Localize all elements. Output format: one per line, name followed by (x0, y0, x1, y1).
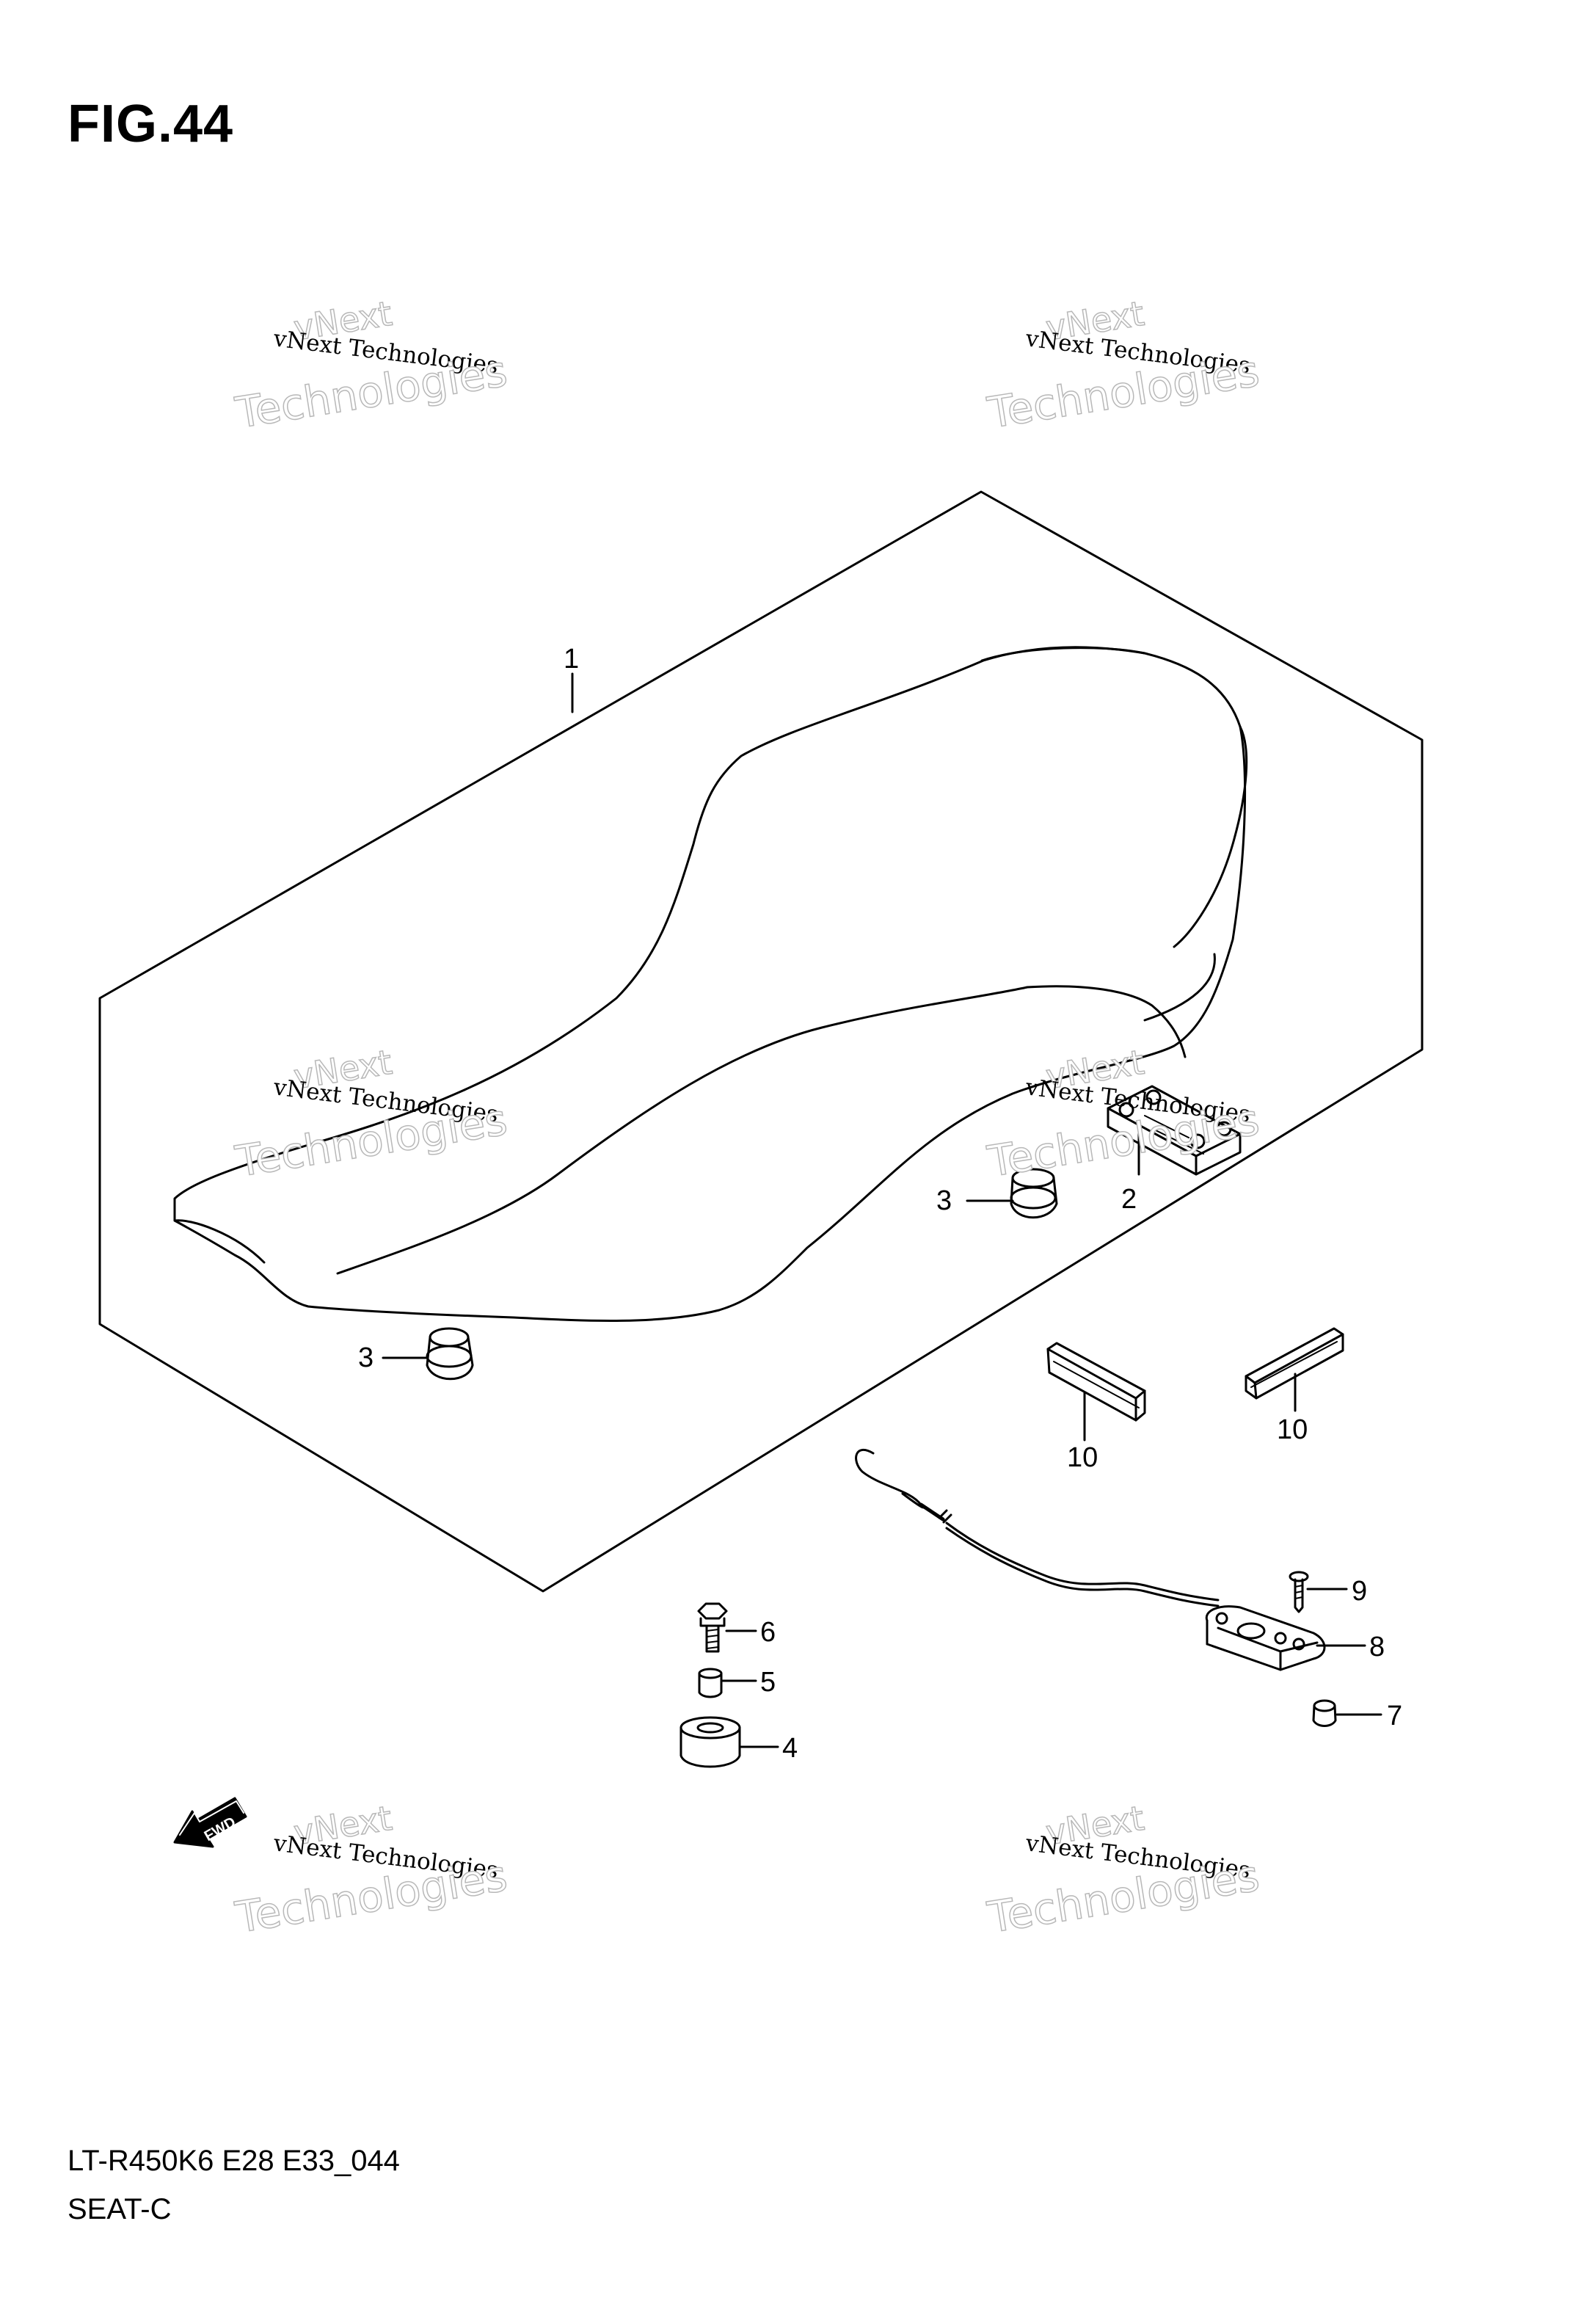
lock-cable (855, 1448, 1220, 1607)
callout-10-right: 10 (1277, 1414, 1308, 1445)
bolt-6 (697, 1602, 728, 1653)
callout-3-lower: 3 (358, 1342, 374, 1373)
callout-10-left: 10 (1067, 1442, 1098, 1473)
cushion-3-upper (1010, 1168, 1058, 1219)
nut-7 (1312, 1699, 1337, 1727)
callout-5: 5 (760, 1667, 776, 1698)
callout-6: 6 (760, 1617, 776, 1648)
callout-3-upper: 3 (936, 1185, 952, 1216)
callout-1: 1 (564, 644, 579, 675)
seat-part (173, 646, 1248, 1322)
lock-plate-8 (1205, 1605, 1326, 1671)
callout-2: 2 (1121, 1184, 1137, 1215)
callout-4: 4 (782, 1733, 798, 1764)
screw-9 (1289, 1571, 1309, 1613)
callout-9: 9 (1352, 1576, 1367, 1607)
assembly-outline (98, 490, 1424, 1593)
strip-10-right (1245, 1327, 1344, 1400)
rubber-4 (679, 1716, 741, 1768)
callout-7: 7 (1387, 1701, 1402, 1731)
model-code: LT-R450K6 E28 E33_044 (68, 2145, 400, 2177)
strip-10-left (1046, 1342, 1146, 1422)
callout-8: 8 (1369, 1632, 1385, 1662)
figure-title: FIG.44 (68, 95, 234, 153)
spacer-5 (698, 1668, 723, 1698)
section-name: SEAT-C (68, 2193, 172, 2225)
cushion-3-lower (426, 1327, 474, 1381)
latch-bracket-part (1107, 1085, 1242, 1176)
fwd-arrow-icon (173, 1797, 247, 1848)
